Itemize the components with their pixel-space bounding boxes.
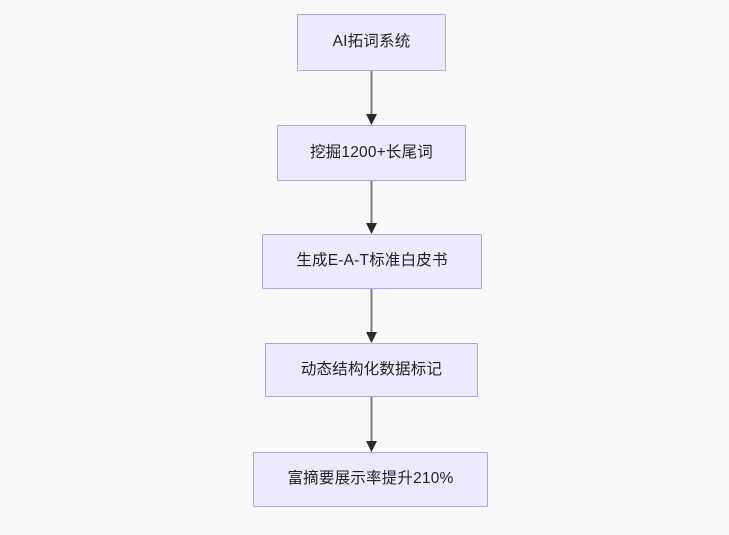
node-generate-eat-whitepaper[interactable]: 生成E-A-T标准白皮书 [262,234,482,289]
node-mine-longtail-keywords[interactable]: 挖掘1200+长尾词 [277,125,466,181]
node-label: 动态结构化数据标记 [300,360,443,378]
edge-connector-1 [366,71,377,125]
node-label: 生成E-A-T标准白皮书 [296,252,448,270]
edge-connector-4 [366,397,377,452]
edge-connector-3 [366,289,377,343]
node-label: 挖掘1200+长尾词 [309,143,434,161]
node-dynamic-structured-data[interactable]: 动态结构化数据标记 [265,343,478,397]
node-ai-keyword-system[interactable]: AI拓词系统 [297,14,446,71]
node-label: AI拓词系统 [332,33,411,51]
edge-connector-2 [366,181,377,234]
node-label: 富摘要展示率提升210% [287,470,454,488]
node-rich-snippet-uplift[interactable]: 富摘要展示率提升210% [253,452,488,507]
